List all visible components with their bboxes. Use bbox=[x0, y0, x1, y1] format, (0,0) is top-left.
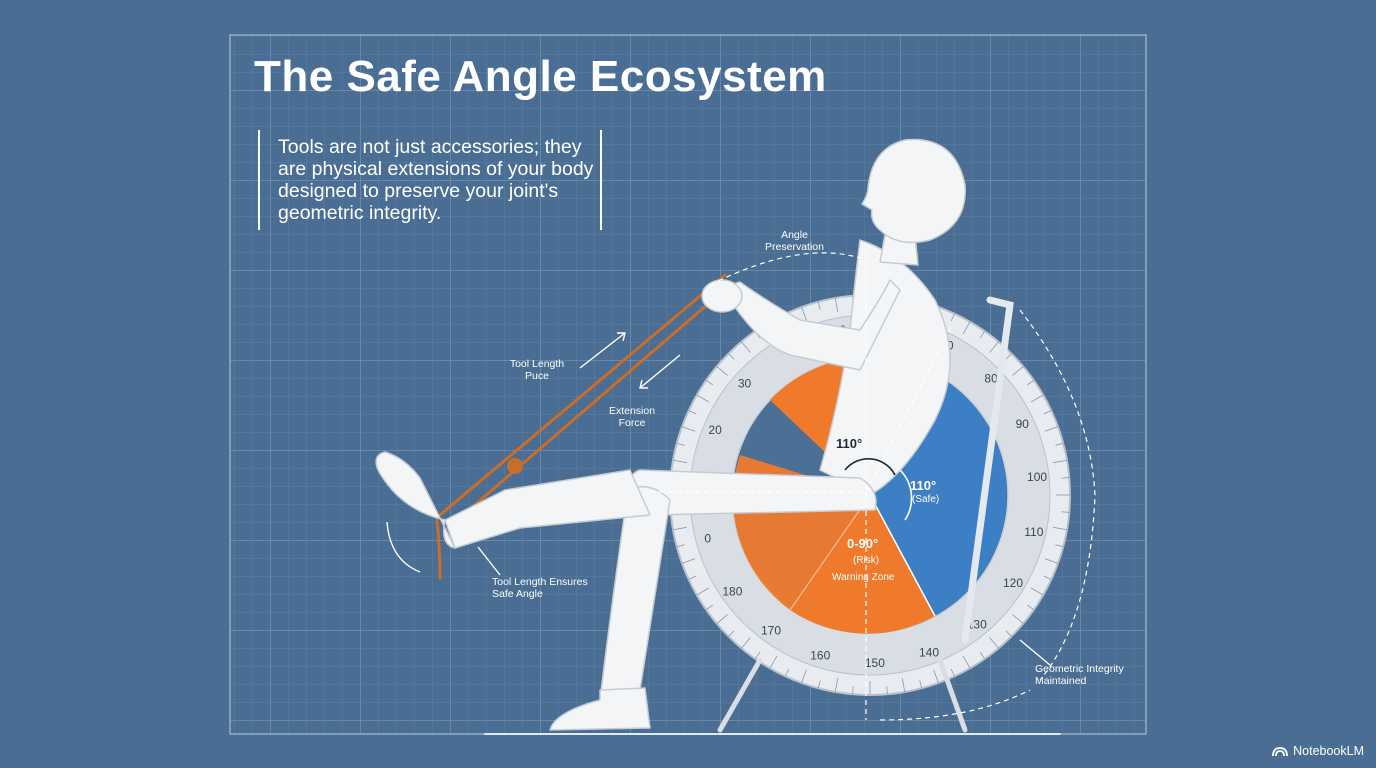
label-safe-tag: (Safe) bbox=[912, 494, 940, 505]
protractor-tick bbox=[1005, 353, 1012, 360]
direction-arrows bbox=[386, 332, 1051, 666]
label-tool-length-safe: Tool Length Ensures Safe Angle bbox=[492, 576, 588, 600]
protractor-tick-label: 180 bbox=[722, 584, 742, 598]
protractor-tick bbox=[741, 341, 751, 353]
protractor-tick bbox=[834, 297, 839, 312]
protractor-tick bbox=[933, 669, 939, 684]
protractor-tick bbox=[754, 652, 761, 660]
protractor-tick bbox=[1044, 426, 1059, 432]
label-safe-angle: 110° bbox=[910, 478, 937, 493]
protractor-tick bbox=[681, 558, 696, 564]
protractor-tick bbox=[1012, 366, 1024, 376]
resistance-band bbox=[435, 273, 732, 580]
protractor-tick bbox=[688, 575, 697, 580]
protractor-tick bbox=[1005, 630, 1012, 637]
protractor-tick bbox=[1030, 587, 1044, 596]
protractor-tick bbox=[1027, 604, 1035, 611]
protractor-tick bbox=[741, 637, 751, 649]
protractor-tick-label: 170 bbox=[761, 624, 781, 638]
protractor-tick-label: 150 bbox=[865, 656, 885, 670]
brand-name: NotebookLM bbox=[1293, 744, 1364, 758]
protractor-tick bbox=[801, 669, 807, 684]
protractor-tick bbox=[696, 394, 710, 403]
protractor-tick bbox=[950, 313, 955, 322]
protractor-tick bbox=[962, 321, 971, 335]
protractor-tick bbox=[801, 306, 807, 321]
protractor-tick bbox=[705, 604, 713, 611]
protractor-tick bbox=[989, 341, 999, 353]
protractor-tick bbox=[1030, 394, 1044, 403]
protractor-tick-label: 30 bbox=[738, 376, 752, 390]
protractor-tick bbox=[716, 366, 728, 376]
protractor-tick-label: 130 bbox=[967, 618, 987, 632]
protractor-tick bbox=[716, 614, 728, 624]
label-tool-length-pull: Tool Length Puce bbox=[509, 358, 565, 382]
protractor-tick bbox=[1053, 526, 1068, 531]
protractor-tick bbox=[962, 655, 971, 669]
brand-logo: NotebookLM bbox=[1272, 744, 1364, 758]
protractor-tick bbox=[1012, 614, 1024, 624]
protractor-tick bbox=[705, 379, 713, 386]
protractor-tick bbox=[1027, 379, 1035, 386]
protractor-tick bbox=[769, 655, 778, 669]
angle-indicators bbox=[844, 458, 913, 521]
protractor-tick bbox=[919, 680, 923, 689]
label-warning-zone: Warning Zone bbox=[832, 572, 895, 583]
protractor-tick bbox=[681, 426, 696, 432]
quote-box: Tools are not just accessories; they are… bbox=[258, 130, 602, 230]
protractor-tick bbox=[672, 526, 687, 531]
protractor-tick bbox=[852, 686, 854, 695]
protractor-tick bbox=[1044, 558, 1059, 564]
protractor-tick bbox=[728, 630, 735, 637]
notebooklm-icon bbox=[1272, 747, 1289, 757]
protractor-tick bbox=[1055, 442, 1064, 446]
protractor-tick-label: 100 bbox=[1027, 470, 1047, 484]
protractor-tick bbox=[817, 680, 821, 689]
label-geometric-integrity: Geometric Integrity Maintained bbox=[1035, 663, 1124, 687]
protractor-tick bbox=[1055, 544, 1064, 548]
protractor-tick-label: 80 bbox=[984, 372, 998, 386]
protractor-tick bbox=[834, 678, 839, 693]
protractor-tick bbox=[1061, 511, 1070, 513]
protractor-tick-label: 120 bbox=[1003, 576, 1023, 590]
protractor-tick bbox=[688, 410, 697, 415]
protractor-tick bbox=[1053, 459, 1068, 464]
protractor-tick bbox=[1043, 410, 1052, 415]
protractor-tick bbox=[676, 442, 685, 446]
label-angle-preservation: Angle Preservation bbox=[765, 229, 824, 253]
protractor-tick bbox=[989, 637, 999, 649]
protractor-tick bbox=[728, 353, 735, 360]
protractor-tick-label: 20 bbox=[708, 423, 722, 437]
human-figure bbox=[375, 138, 966, 731]
label-risk-angle: 0-90° bbox=[847, 536, 879, 551]
protractor-tick-label: 0 bbox=[704, 531, 711, 545]
chair bbox=[484, 296, 1061, 735]
protractor-tick bbox=[672, 459, 687, 464]
protractor-tick bbox=[676, 544, 685, 548]
label-angle-110: 110° bbox=[836, 436, 863, 451]
protractor-tick-label: 160 bbox=[810, 648, 830, 662]
quote-text: Tools are not just accessories; they are… bbox=[278, 136, 594, 224]
protractor-tick-label: 90 bbox=[1016, 417, 1030, 431]
protractor-tick bbox=[950, 668, 955, 677]
protractor-tick bbox=[817, 301, 821, 310]
protractor-tick bbox=[886, 686, 888, 695]
protractor-tick bbox=[1061, 477, 1070, 479]
protractor-tick bbox=[1043, 575, 1052, 580]
protractor-tick bbox=[979, 330, 986, 338]
protractor-tick-label: 140 bbox=[919, 645, 939, 659]
page-title: The Safe Angle Ecosystem bbox=[254, 52, 827, 101]
protractor-tick bbox=[979, 652, 986, 660]
label-extension-force: Extension Force bbox=[608, 405, 656, 429]
protractor-tick bbox=[696, 587, 710, 596]
guide-lines bbox=[650, 250, 1096, 721]
label-risk-tag: (Risk) bbox=[853, 555, 880, 566]
protractor-tick bbox=[785, 668, 790, 677]
protractor-tick bbox=[901, 678, 906, 693]
risk-sector bbox=[790, 495, 935, 634]
protractor-tick-label: 110 bbox=[1024, 525, 1043, 539]
